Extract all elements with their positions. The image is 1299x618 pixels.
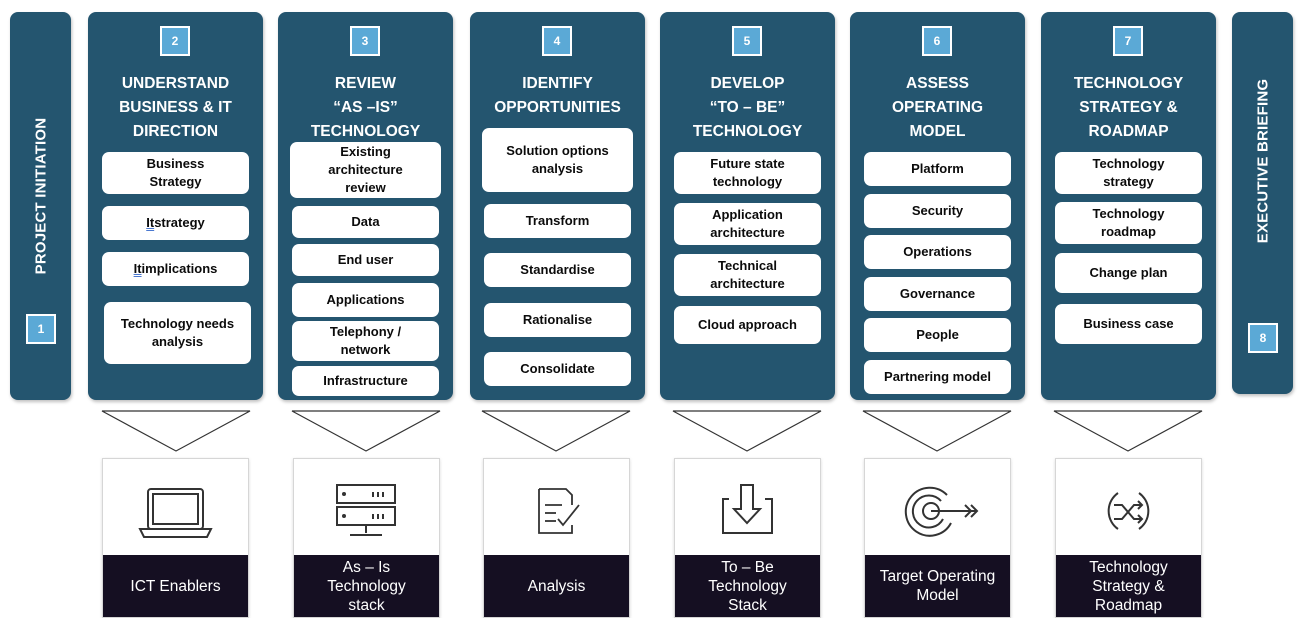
step-number-badge: 4: [542, 26, 572, 56]
document-check-icon: [538, 488, 580, 534]
step-number-badge: 8: [1248, 323, 1278, 353]
step-item: Data: [292, 206, 439, 238]
step-number-badge: 2: [160, 26, 190, 56]
step-item: Change plan: [1055, 253, 1202, 293]
down-chevron-icon: [101, 410, 251, 452]
output-card-strategy-roadmap: Technology Strategy & Roadmap: [1055, 458, 1202, 618]
step-title: UNDERSTAND BUSINESS & IT DIRECTION: [119, 75, 232, 140]
output-label: Analysis: [484, 555, 629, 617]
step-item: Technology roadmap: [1055, 202, 1202, 244]
down-chevron-icon: [291, 410, 441, 452]
step-column-develop: 5 DEVELOP “TO – BE” TECHNOLOGY Future st…: [660, 12, 835, 400]
step-item: Solution options analysis: [482, 128, 633, 192]
step-item: It strategy: [102, 206, 249, 240]
step-title: TECHNOLOGY STRATEGY & ROADMAP: [1073, 75, 1184, 140]
step-item: People: [864, 318, 1011, 352]
output-card-analysis: Analysis: [483, 458, 630, 618]
step-item: Partnering model: [864, 360, 1011, 394]
output-card-target-operating-model: Target Operating Model: [864, 458, 1011, 618]
step-item: Operations: [864, 235, 1011, 269]
step-item: Transform: [484, 204, 631, 238]
executive-briefing-title: EXECUTIVE BRIEFING: [1254, 78, 1271, 244]
shuffle-icon: [1107, 492, 1150, 530]
step-number-badge: 5: [732, 26, 762, 56]
step-column-understand: 2 UNDERSTAND BUSINESS & IT DIRECTION Bus…: [88, 12, 263, 400]
output-card-to-be-stack: To – Be Technology Stack: [674, 458, 821, 618]
step-item: Future state technology: [674, 152, 821, 194]
step-item: Existing architecture review: [290, 142, 441, 198]
step-item: Security: [864, 194, 1011, 228]
down-chevron-icon: [672, 410, 822, 452]
step-column-review: 3 REVIEW “AS –IS” TECHNOLOGY Existing ar…: [278, 12, 453, 400]
step-item: Application architecture: [674, 203, 821, 245]
output-label: Target Operating Model: [865, 555, 1010, 617]
step-item: Rationalise: [484, 303, 631, 337]
download-box-icon: [722, 484, 773, 534]
step-item: Business case: [1055, 304, 1202, 344]
step-item: Platform: [864, 152, 1011, 186]
server-icon: [336, 484, 396, 536]
target-arrow-icon: [904, 486, 979, 537]
step-item: Technology needs analysis: [104, 302, 251, 364]
laptop-icon: [138, 488, 213, 538]
project-initiation-title: PROJECT INITIATION: [32, 117, 49, 275]
step-item: Infrastructure: [292, 366, 439, 396]
step-item: Cloud approach: [674, 306, 821, 344]
project-initiation-panel: PROJECT INITIATION 1: [10, 12, 71, 400]
executive-briefing-panel: EXECUTIVE BRIEFING 8: [1232, 12, 1293, 394]
step-title: ASSESS OPERATING MODEL: [892, 75, 983, 140]
step-title: IDENTIFY OPPORTUNITIES: [494, 75, 621, 116]
step-item: Technical architecture: [674, 254, 821, 296]
step-title: REVIEW “AS –IS” TECHNOLOGY: [310, 75, 421, 140]
step-item: It implications: [102, 252, 249, 286]
step-item: Technology strategy: [1055, 152, 1202, 194]
step-item: Applications: [292, 283, 439, 317]
step-item: Business Strategy: [102, 152, 249, 194]
step-title: DEVELOP “TO – BE” TECHNOLOGY: [692, 75, 803, 140]
down-chevron-icon: [481, 410, 631, 452]
step-number-badge: 7: [1113, 26, 1143, 56]
step-column-identify: 4 IDENTIFY OPPORTUNITIES Solution option…: [470, 12, 645, 400]
step-item: Standardise: [484, 253, 631, 287]
output-label: To – Be Technology Stack: [675, 555, 820, 617]
down-chevron-icon: [1053, 410, 1203, 452]
output-label: Technology Strategy & Roadmap: [1056, 555, 1201, 617]
down-chevron-icon: [862, 410, 1012, 452]
step-number-badge: 3: [350, 26, 380, 56]
output-card-as-is-stack: As – Is Technology stack: [293, 458, 440, 618]
step-column-assess: 6 ASSESS OPERATING MODEL Platform Securi…: [850, 12, 1025, 400]
step-item: Consolidate: [484, 352, 631, 386]
output-label: As – Is Technology stack: [294, 555, 439, 617]
step-column-strategy: 7 TECHNOLOGY STRATEGY & ROADMAP Technolo…: [1041, 12, 1216, 400]
step-number-badge: 6: [922, 26, 952, 56]
step-item: End user: [292, 244, 439, 276]
step-item: Governance: [864, 277, 1011, 311]
output-card-ict-enablers: ICT Enablers: [102, 458, 249, 618]
step-number-badge: 1: [26, 314, 56, 344]
output-label: ICT Enablers: [103, 555, 248, 617]
step-item: Telephony / network: [292, 321, 439, 361]
